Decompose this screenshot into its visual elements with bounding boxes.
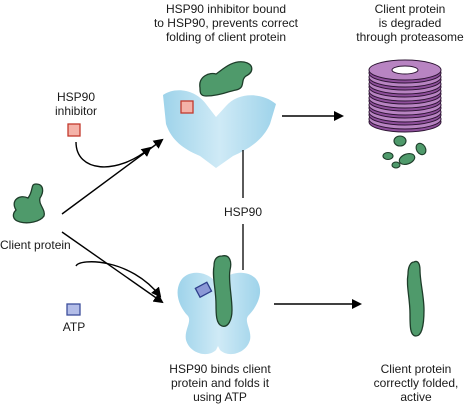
label-top-right: Client protein is degraded through prote… (356, 2, 464, 44)
label-inhibitor: HSP90 inhibitor (54, 90, 98, 118)
client-protein-bottom-rod (212, 255, 233, 327)
proteasome-icon (368, 59, 442, 133)
client-protein-folded-rod (406, 260, 425, 337)
bound-atp-square (194, 281, 213, 299)
proteasome-opening (391, 65, 419, 75)
label-hsp90-mid: HSP90 (223, 205, 263, 219)
label-client-protein: Client protein (0, 238, 71, 252)
label-bottom-right: Client protein correctly folded, active (373, 362, 459, 404)
label-top-hsp90: HSP90 inhibitor bound to HSP90, prevents… (153, 2, 299, 44)
bound-inhibitor-square (180, 100, 194, 114)
label-bottom-hsp90: HSP90 binds client protein and folds it … (169, 362, 271, 404)
arrow-atp-curve (75, 261, 162, 298)
degraded-fragments (382, 135, 427, 169)
arrow-client-to-bottom (61, 231, 164, 304)
client-protein-left-squiggle (12, 183, 45, 224)
client-protein-top-squiggle (199, 61, 253, 97)
atp-square (66, 303, 81, 316)
arrow-inhibitor-curve (75, 141, 152, 168)
hsp90-top-shape (163, 90, 276, 168)
inhibitor-square (67, 123, 81, 137)
label-atp: ATP (62, 320, 86, 334)
